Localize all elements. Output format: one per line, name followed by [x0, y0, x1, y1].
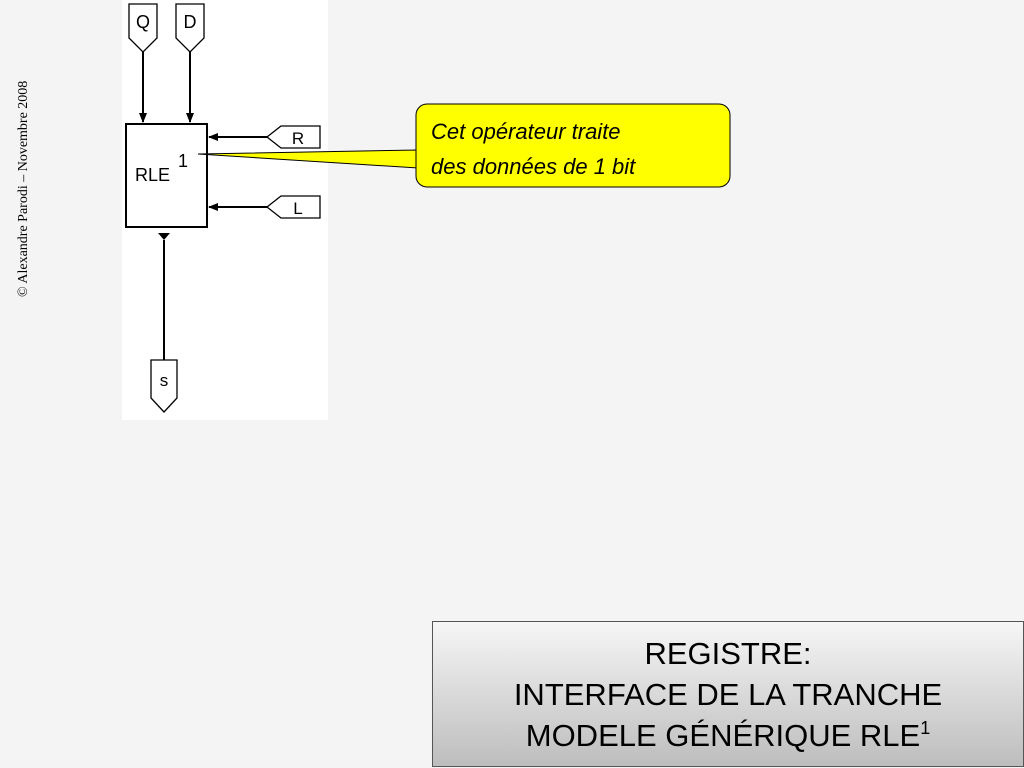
pin-label-s: s — [160, 371, 169, 390]
input-pin-d: D — [175, 3, 205, 53]
title-line-3-superscript: 1 — [920, 717, 931, 738]
input-pin-r: R — [265, 125, 321, 149]
rle-block — [125, 123, 208, 228]
input-pin-q: Q — [128, 3, 158, 53]
input-pin-l: L — [265, 195, 321, 219]
title-line-1: REGISTRE: — [644, 635, 812, 671]
output-indicator — [158, 233, 170, 240]
output-pin-s: s — [150, 359, 178, 413]
pin-label-l: L — [293, 199, 302, 218]
slide-title-box: REGISTRE: INTERFACE DE LA TRANCHE MODELE… — [432, 621, 1024, 767]
title-line-3-text: MODELE GÉNÉRIQUE RLE — [525, 717, 921, 753]
callout-line-1: Cet opérateur traite — [431, 119, 621, 144]
callout-line-2: des données de 1 bit — [431, 154, 636, 179]
pin-label-r: R — [292, 129, 304, 148]
title-line-2: INTERFACE DE LA TRANCHE — [513, 676, 943, 712]
rle-block-label: RLE — [135, 165, 170, 185]
pin-label-q: Q — [136, 12, 150, 32]
rle-block-superscript: 1 — [178, 151, 188, 171]
pin-label-d: D — [184, 12, 197, 32]
callout: Cet opérateur traite des données de 1 bi… — [197, 103, 731, 188]
title-line-3: MODELE GÉNÉRIQUE RLE1 — [526, 715, 931, 756]
